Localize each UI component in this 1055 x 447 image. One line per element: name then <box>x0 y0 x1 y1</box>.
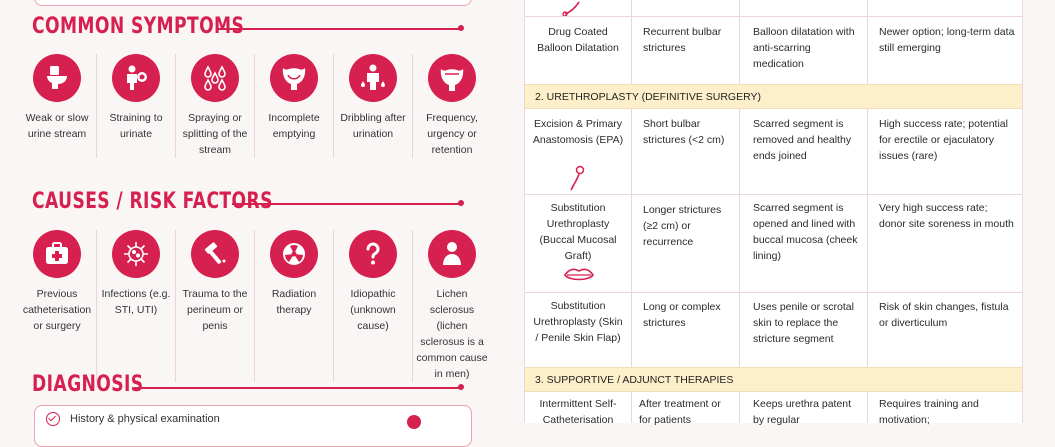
symptoms-title-dot <box>458 25 464 31</box>
lips-icon <box>564 268 594 281</box>
section-header: 3. SUPPORTIVE / ADJUNCT THERAPIES <box>525 367 1022 392</box>
treatment-indication: Longer strictures (≥2 cm) or recurrence <box>643 204 722 248</box>
column-divider <box>739 391 740 423</box>
virus-icon <box>112 230 160 278</box>
cause-label: Radiation therapy <box>271 288 317 316</box>
symptom-label: Spraying or splitting of the stream <box>182 112 248 156</box>
left-panel: COMMON SYMPTOMS Weak or slow urine strea… <box>0 0 500 447</box>
diagnosis-title: DIAGNOSIS <box>32 372 144 397</box>
cause-label: Previous catheterisation or surgery <box>22 288 92 332</box>
symptom-item: Dribbling after urination <box>334 54 413 158</box>
straining-icon <box>112 54 160 102</box>
treatment-notes: Risk of skin changes, fistula or diverti… <box>879 301 1009 329</box>
diagnosis-title-dot <box>458 384 464 390</box>
treatment-indication: Long or complex strictures <box>643 301 721 329</box>
section-title: 3. SUPPORTIVE / ADJUNCT THERAPIES <box>535 373 734 386</box>
causes-list: Previous catheterisation or surgery Infe… <box>18 230 491 382</box>
row-divider <box>525 194 1022 195</box>
treatment-description: Scarred segment is removed and healthy e… <box>753 118 852 162</box>
row-divider <box>525 292 1022 293</box>
cause-item: Infections (e.g. STI, UTI) <box>97 230 176 382</box>
diagnosis-item: History & physical examination <box>46 412 220 426</box>
symptom-item: Frequency, urgency or retention <box>413 54 491 158</box>
question-mark-icon <box>349 230 397 278</box>
person-icon <box>428 230 476 278</box>
column-divider <box>631 391 632 423</box>
treatment-notes: High success rate; potential for erectil… <box>879 118 1008 162</box>
previous-section-box <box>34 0 472 6</box>
catheter-icon <box>570 165 585 191</box>
symptom-item: Incomplete emptying <box>255 54 334 158</box>
treatment-name: Substitution Urethroplasty (Buccal Mucos… <box>539 202 617 262</box>
cause-label: Infections (e.g. STI, UTI) <box>101 288 171 316</box>
treatment-description: Keeps urethra patent by regular <box>753 398 852 426</box>
column-divider <box>631 108 632 368</box>
treatment-notes: Newer option; long-term data still emerg… <box>879 26 1015 54</box>
treatment-indication: After treatment or for patients <box>639 398 721 426</box>
cause-item: Lichen sclerosus (lichen sclerosus is a … <box>413 230 491 382</box>
droplets-icon <box>191 54 239 102</box>
cause-item: Idiopathic (unknown cause) <box>334 230 413 382</box>
treatment-notes: Very high success rate; donor site soren… <box>879 202 1014 230</box>
dribbling-icon <box>349 54 397 102</box>
column-divider <box>867 0 868 84</box>
treatment-indication: Short bulbar strictures (<2 cm) <box>643 118 725 146</box>
section-title: 2. URETHROPLASTY (DEFINITIVE SURGERY) <box>535 90 761 103</box>
column-divider <box>739 108 740 368</box>
column-divider <box>631 0 632 84</box>
cause-item: Previous catheterisation or surgery <box>18 230 97 382</box>
treatment-description: Scarred segment is opened and lined with… <box>753 202 858 262</box>
symptom-item: Weak or slow urine stream <box>18 54 97 158</box>
cause-label: Idiopathic (unknown cause) <box>350 288 396 332</box>
cause-label: Trauma to the perineum or penis <box>182 288 248 332</box>
treatment-description: Balloon dilatation with anti-scarring me… <box>753 26 855 70</box>
balloon-catheter-icon <box>562 1 580 16</box>
section-header: 2. URETHROPLASTY (DEFINITIVE SURGERY) <box>525 84 1022 109</box>
symptom-label: Incomplete emptying <box>268 112 320 140</box>
causes-title: CAUSES / RISK FACTORS <box>32 189 273 214</box>
symptoms-list: Weak or slow urine stream Straining to u… <box>18 54 491 158</box>
bladder-icon <box>270 54 318 102</box>
cause-item: Radiation therapy <box>255 230 334 382</box>
treatment-name: Drug Coated Balloon Dilatation <box>537 26 619 54</box>
symptom-label: Straining to urinate <box>109 112 163 140</box>
treatment-name: Substitution Urethroplasty (Skin / Penil… <box>533 300 623 344</box>
cause-item: Trauma to the perineum or penis <box>176 230 255 382</box>
symptom-label: Frequency, urgency or retention <box>426 112 478 156</box>
column-divider <box>867 108 868 368</box>
column-divider <box>867 391 868 423</box>
diagnosis-badge-icon <box>407 415 421 429</box>
row-divider <box>525 16 1022 17</box>
diagnosis-title-rule <box>134 387 460 389</box>
cause-label: Lichen sclerosus (lichen sclerosus is a … <box>416 288 488 380</box>
symptoms-title: COMMON SYMPTOMS <box>32 14 245 39</box>
bladder-urgency-icon <box>428 54 476 102</box>
treatment-description: Uses penile or scrotal skin to replace t… <box>753 301 854 345</box>
column-divider <box>739 0 740 84</box>
diagnosis-item-label: History & physical examination <box>70 413 220 425</box>
symptom-label: Dribbling after urination <box>340 112 406 140</box>
treatment-name: Excision & Primary Anastomosis (EPA) <box>532 118 624 146</box>
treatment-indication: Recurrent bulbar strictures <box>643 26 722 54</box>
symptoms-title-rule <box>216 28 460 30</box>
treatment-table: Drug Coated Balloon Dilatation Recurrent… <box>524 0 1023 426</box>
check-circle-icon <box>46 412 60 426</box>
treatment-name: Intermittent Self-Catheterisation <box>539 398 617 426</box>
first-aid-kit-icon <box>33 230 81 278</box>
symptom-label: Weak or slow urine stream <box>25 112 89 140</box>
causes-title-dot <box>458 200 464 206</box>
symptom-item: Spraying or splitting of the stream <box>176 54 255 158</box>
hammer-icon <box>191 230 239 278</box>
toilet-icon <box>33 54 81 102</box>
causes-title-rule <box>232 203 460 205</box>
symptom-item: Straining to urinate <box>97 54 176 158</box>
treatment-notes: Requires training and motivation; <box>879 398 979 426</box>
radiation-icon <box>270 230 318 278</box>
